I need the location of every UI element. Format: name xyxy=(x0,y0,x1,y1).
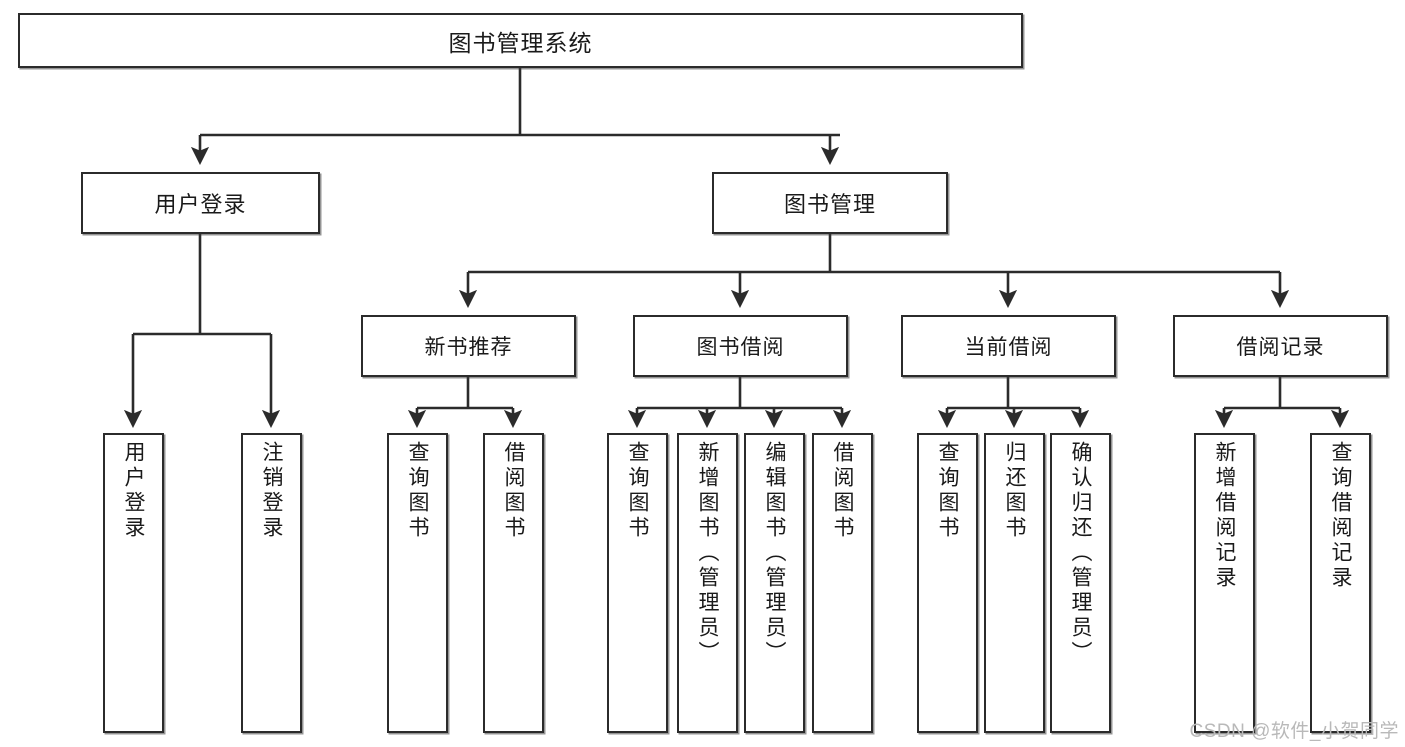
node-leaf-borrow-book-1[interactable]: 借阅图书 xyxy=(483,433,544,733)
node-leaf-query-record[interactable]: 查询借阅记录 xyxy=(1310,433,1371,733)
node-leaf-borrow-book-2[interactable]: 借阅图书 xyxy=(812,433,873,733)
node-leaf-confirm-return-label: 确认归还（管理员） xyxy=(1069,441,1092,666)
node-leaf-query-book-2[interactable]: 查询图书 xyxy=(607,433,668,733)
node-leaf-logout-label: 注销登录 xyxy=(260,441,283,541)
node-leaf-query-book-3-label: 查询图书 xyxy=(936,441,959,541)
node-leaf-query-book-1-label: 查询图书 xyxy=(406,441,429,541)
node-book-manage-label: 图书管理 xyxy=(783,192,876,217)
node-leaf-edit-book[interactable]: 编辑图书（管理员） xyxy=(744,433,805,733)
node-leaf-return-book-label: 归还图书 xyxy=(1003,441,1026,541)
node-book-manage[interactable]: 图书管理 xyxy=(712,172,948,234)
node-leaf-edit-book-label: 编辑图书（管理员） xyxy=(763,441,786,666)
watermark: CSDN @软件_小贺同学 xyxy=(1189,721,1399,742)
node-leaf-query-book-1[interactable]: 查询图书 xyxy=(387,433,448,733)
node-leaf-borrow-book-2-label: 借阅图书 xyxy=(831,441,854,541)
node-current-borrow[interactable]: 当前借阅 xyxy=(901,315,1116,377)
node-leaf-query-book-3[interactable]: 查询图书 xyxy=(917,433,978,733)
node-borrow-record[interactable]: 借阅记录 xyxy=(1173,315,1388,377)
node-leaf-add-book-label: 新增图书（管理员） xyxy=(696,441,719,666)
node-new-book-recommend[interactable]: 新书推荐 xyxy=(361,315,576,377)
node-new-book-recommend-label: 新书推荐 xyxy=(424,336,513,359)
node-leaf-add-record-label: 新增借阅记录 xyxy=(1213,441,1236,591)
node-leaf-query-book-2-label: 查询图书 xyxy=(626,441,649,541)
node-user-login[interactable]: 用户登录 xyxy=(81,172,320,234)
node-borrow-record-label: 借阅记录 xyxy=(1236,336,1325,359)
node-leaf-return-book[interactable]: 归还图书 xyxy=(984,433,1045,733)
node-user-login-label: 用户登录 xyxy=(154,192,247,217)
node-leaf-add-record[interactable]: 新增借阅记录 xyxy=(1194,433,1255,733)
node-current-borrow-label: 当前借阅 xyxy=(964,336,1053,359)
node-leaf-add-book[interactable]: 新增图书（管理员） xyxy=(677,433,738,733)
node-book-borrow-label: 图书借阅 xyxy=(696,336,785,359)
node-leaf-confirm-return[interactable]: 确认归还（管理员） xyxy=(1050,433,1111,733)
node-leaf-borrow-book-1-label: 借阅图书 xyxy=(502,441,525,541)
node-leaf-user-login[interactable]: 用户登录 xyxy=(103,433,164,733)
node-root-label: 图书管理系统 xyxy=(448,29,593,56)
node-book-borrow[interactable]: 图书借阅 xyxy=(633,315,848,377)
node-leaf-logout[interactable]: 注销登录 xyxy=(241,433,302,733)
node-root[interactable]: 图书管理系统 xyxy=(18,13,1023,68)
node-leaf-query-record-label: 查询借阅记录 xyxy=(1329,441,1352,591)
node-leaf-user-login-label: 用户登录 xyxy=(122,441,145,541)
